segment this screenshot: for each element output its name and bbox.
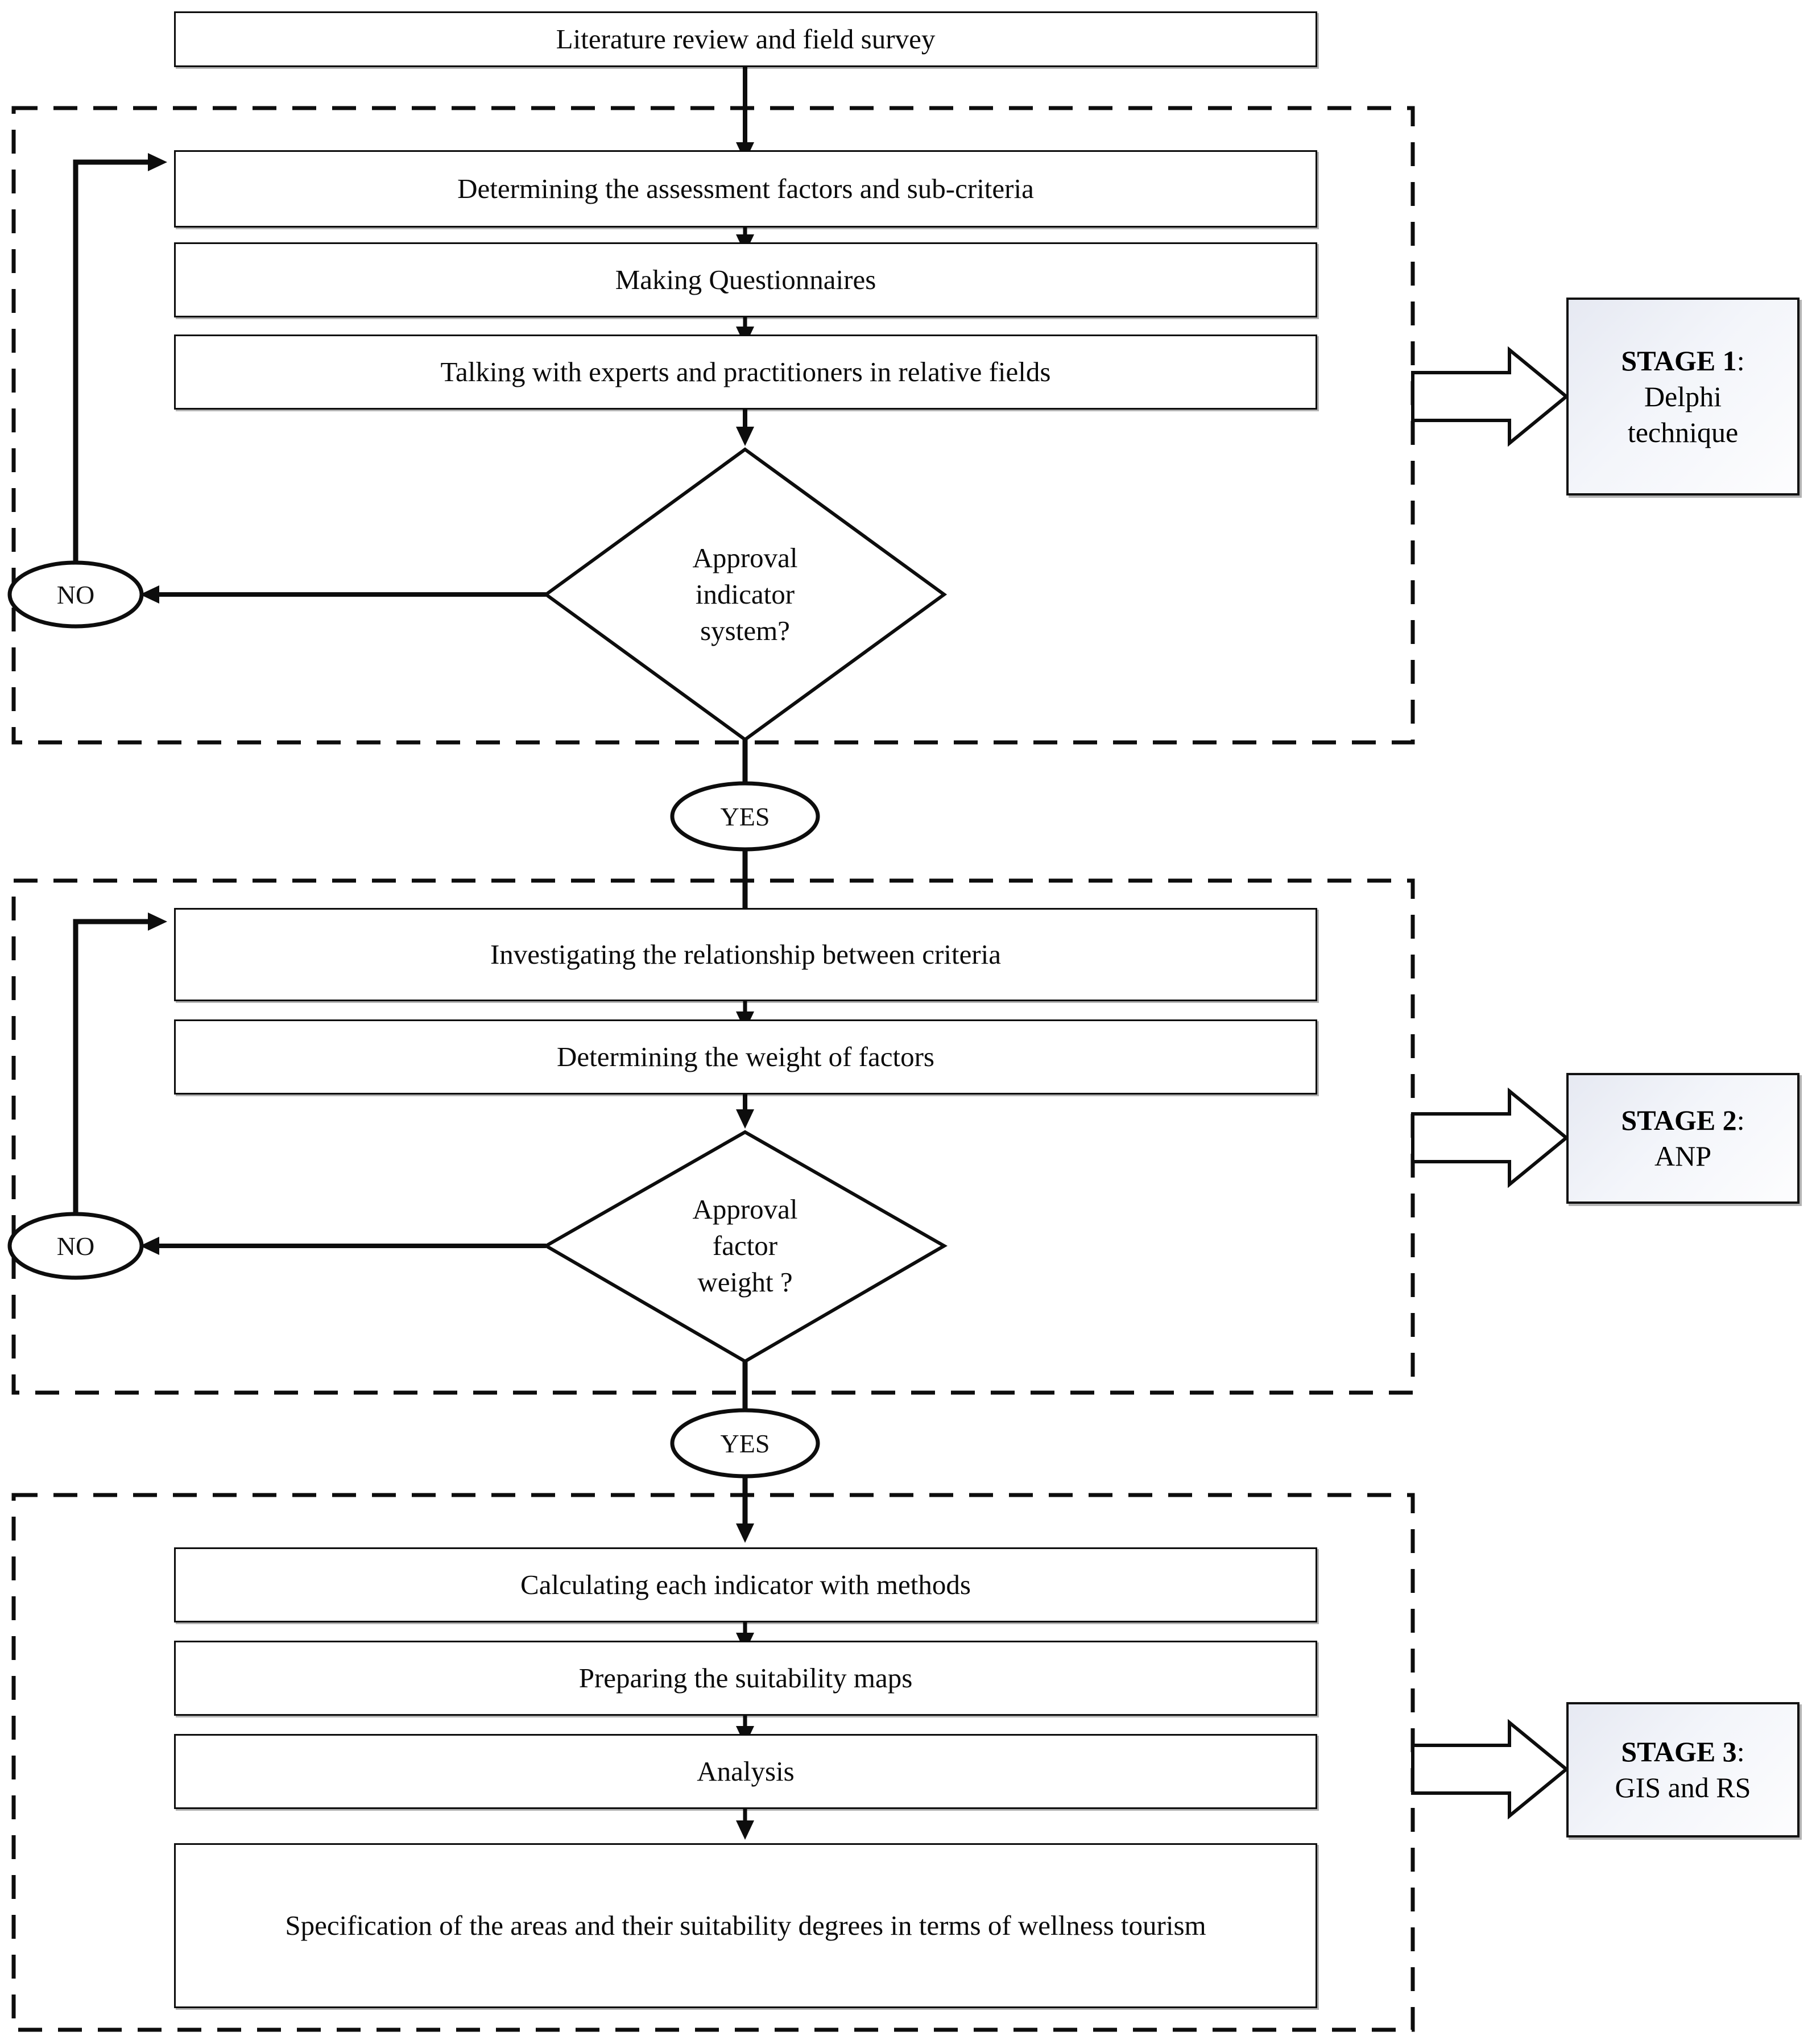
process-box-label: Determining the assessment factors and s… (457, 173, 1034, 205)
decision-line-2: indicator (695, 579, 795, 610)
process-box-investigating-relationship[interactable]: Investigating the relationship between c… (174, 908, 1317, 1001)
process-box-label: Preparing the suitability maps (578, 1662, 913, 1694)
stage-badge-separator: : (1736, 344, 1745, 377)
stage-badge-title: STAGE 2 (1621, 1104, 1737, 1136)
stage-badge-1[interactable]: STAGE 1: Delphi technique (1566, 298, 1800, 495)
decision-line-3: weight ? (697, 1266, 793, 1298)
decision-line-3: system? (700, 614, 790, 646)
no-ellipse-stage1 (7, 560, 144, 629)
stage-badge-method: Delphi technique (1627, 380, 1739, 448)
stage-badge-separator: : (1736, 1104, 1745, 1136)
stage-badge-separator: : (1736, 1736, 1745, 1768)
process-box-analysis[interactable]: Analysis (174, 1734, 1317, 1809)
process-box-label: Literature review and field survey (556, 23, 936, 55)
process-box-specification-areas[interactable]: Specification of the areas and their sui… (174, 1843, 1317, 2008)
process-box-making-questionnaires[interactable]: Making Questionnaires (174, 242, 1317, 317)
process-box-determining-factors[interactable]: Determining the assessment factors and s… (174, 150, 1317, 228)
process-box-label: Making Questionnaires (615, 264, 876, 296)
stage1-dashed-container (11, 106, 1415, 745)
process-box-calculating-indicators[interactable]: Calculating each indicator with methods (174, 1547, 1317, 1622)
decision-line-1: Approval (692, 1194, 798, 1225)
process-box-label: Analysis (697, 1756, 795, 1787)
stage-badge-title: STAGE 1 (1621, 344, 1737, 377)
stage-badge-3[interactable]: STAGE 3: GIS and RS (1566, 1702, 1800, 1837)
process-box-literature-review[interactable]: Literature review and field survey (174, 11, 1317, 67)
stage-badge-title-row: STAGE 2: (1621, 1102, 1744, 1138)
decision-line-2: factor (712, 1230, 778, 1262)
process-box-talking-with-experts[interactable]: Talking with experts and practitioners i… (174, 335, 1317, 410)
process-box-determining-weights[interactable]: Determining the weight of factors (174, 1019, 1317, 1095)
stage-badge-2[interactable]: STAGE 2: ANP (1566, 1073, 1800, 1204)
stage3-dashed-container (11, 1493, 1415, 2032)
process-box-label: Calculating each indicator with methods (520, 1569, 971, 1601)
process-box-label: Specification of the areas and their sui… (285, 1910, 1206, 1942)
decision-label-stage1: Approval indicator system? (603, 529, 887, 660)
feedback-loop-stage2 (73, 912, 167, 1214)
feedback-loop-stage1 (73, 153, 167, 563)
no-ellipse-stage2 (7, 1212, 144, 1280)
yes-ellipse-stage1 (670, 781, 820, 852)
yes-ellipse-stage2 (670, 1408, 820, 1479)
process-box-label: Investigating the relationship between c… (490, 939, 1001, 971)
decision-line-1: Approval (692, 542, 798, 574)
stage-badge-method: ANP (1654, 1140, 1712, 1172)
block-arrow-stage1 (1411, 346, 1569, 447)
stage-badge-title-row: STAGE 3: (1621, 1734, 1744, 1770)
process-box-preparing-maps[interactable]: Preparing the suitability maps (174, 1641, 1317, 1716)
block-arrow-stage3 (1411, 1719, 1569, 1820)
process-box-label: Determining the weight of factors (556, 1041, 934, 1073)
process-box-label: Talking with experts and practitioners i… (440, 356, 1051, 388)
stage-badge-title-row: STAGE 1: (1621, 343, 1744, 379)
stage-badge-title: STAGE 3 (1621, 1736, 1737, 1768)
block-arrow-stage2 (1411, 1087, 1569, 1188)
stage-badge-method: GIS and RS (1615, 1772, 1751, 1803)
decision-label-stage2: Approval factor weight ? (603, 1180, 887, 1311)
